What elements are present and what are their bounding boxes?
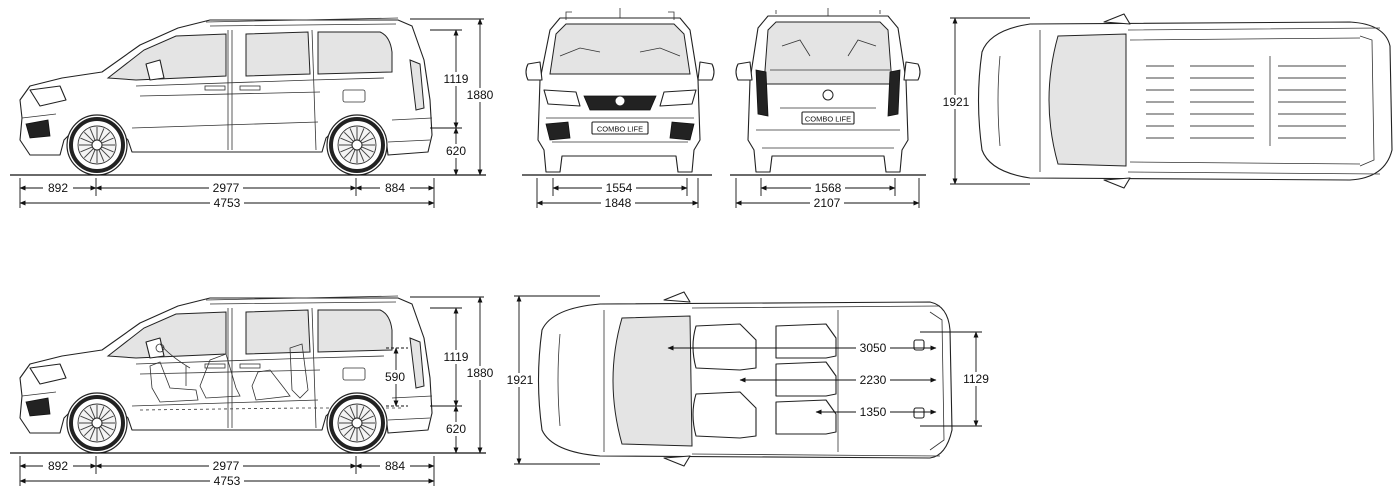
- front-track-label: 1554: [606, 181, 633, 195]
- upper-height-label-2: 1119: [444, 350, 469, 364]
- load-width-label: 1129: [963, 372, 989, 386]
- rear-plate-text: COMBO LIFE: [805, 115, 851, 124]
- front-overhang-label-2: 892: [48, 459, 68, 473]
- side-bottom-dimension-labels: 892 2977 884 4753 1119 620 1880 590: [43, 350, 496, 488]
- front-plate-text: COMBO LIFE: [597, 125, 643, 134]
- top-view: [977, 13, 1393, 189]
- front-overhang-label: 892: [48, 181, 68, 195]
- rear-width-mirrors-label: 2107: [814, 196, 841, 210]
- rear-plate: [801, 111, 855, 125]
- front-wheel-interior: [65, 391, 129, 455]
- front-width-label: 1848: [605, 196, 632, 210]
- side-view-interior: [10, 295, 486, 455]
- overall-length-label: 4753: [214, 196, 241, 210]
- front-view: COMBO LIFE: [522, 8, 715, 176]
- front-plate: [591, 121, 649, 135]
- seats-row2: [775, 323, 837, 435]
- rear-track-label: 1568: [815, 181, 842, 195]
- overall-height-label: 1880: [467, 88, 494, 102]
- upper-height-label: 1119: [444, 72, 469, 86]
- rear-wheel: [325, 113, 389, 177]
- top-width-label: 1921: [943, 95, 970, 109]
- rear-wheel-interior: [325, 391, 389, 455]
- rear-view: COMBO LIFE: [730, 8, 926, 176]
- load-length-2230-label: 2230: [860, 373, 887, 387]
- load-length-1350-label: 1350: [860, 405, 887, 419]
- interior-width-label: 1921: [507, 373, 534, 387]
- load-opening-height-label: 590: [385, 370, 405, 384]
- top-interior-dimensions: [514, 295, 982, 465]
- overall-length-label-2: 4753: [214, 474, 241, 488]
- rear-overhang-label-2: 884: [385, 459, 405, 473]
- rear-overhang-label: 884: [385, 181, 405, 195]
- top-body-outline: [977, 13, 1393, 189]
- wheelbase-label-2: 2977: [213, 459, 240, 473]
- front-wheel: [65, 113, 129, 177]
- lower-height-label: 620: [446, 144, 466, 158]
- overall-height-label-2: 1880: [467, 366, 494, 380]
- side-top-dimension-labels: 892 2977 884 4753 1119 620 1880: [43, 72, 496, 210]
- wheelbase-label: 2977: [213, 181, 240, 195]
- side-view-exterior: [10, 17, 486, 177]
- top-interior-dimension-labels: 1921 3050 2230 1350 1129: [504, 341, 992, 419]
- load-length-3050-label: 3050: [860, 341, 887, 355]
- lower-height-label-2: 620: [446, 422, 466, 436]
